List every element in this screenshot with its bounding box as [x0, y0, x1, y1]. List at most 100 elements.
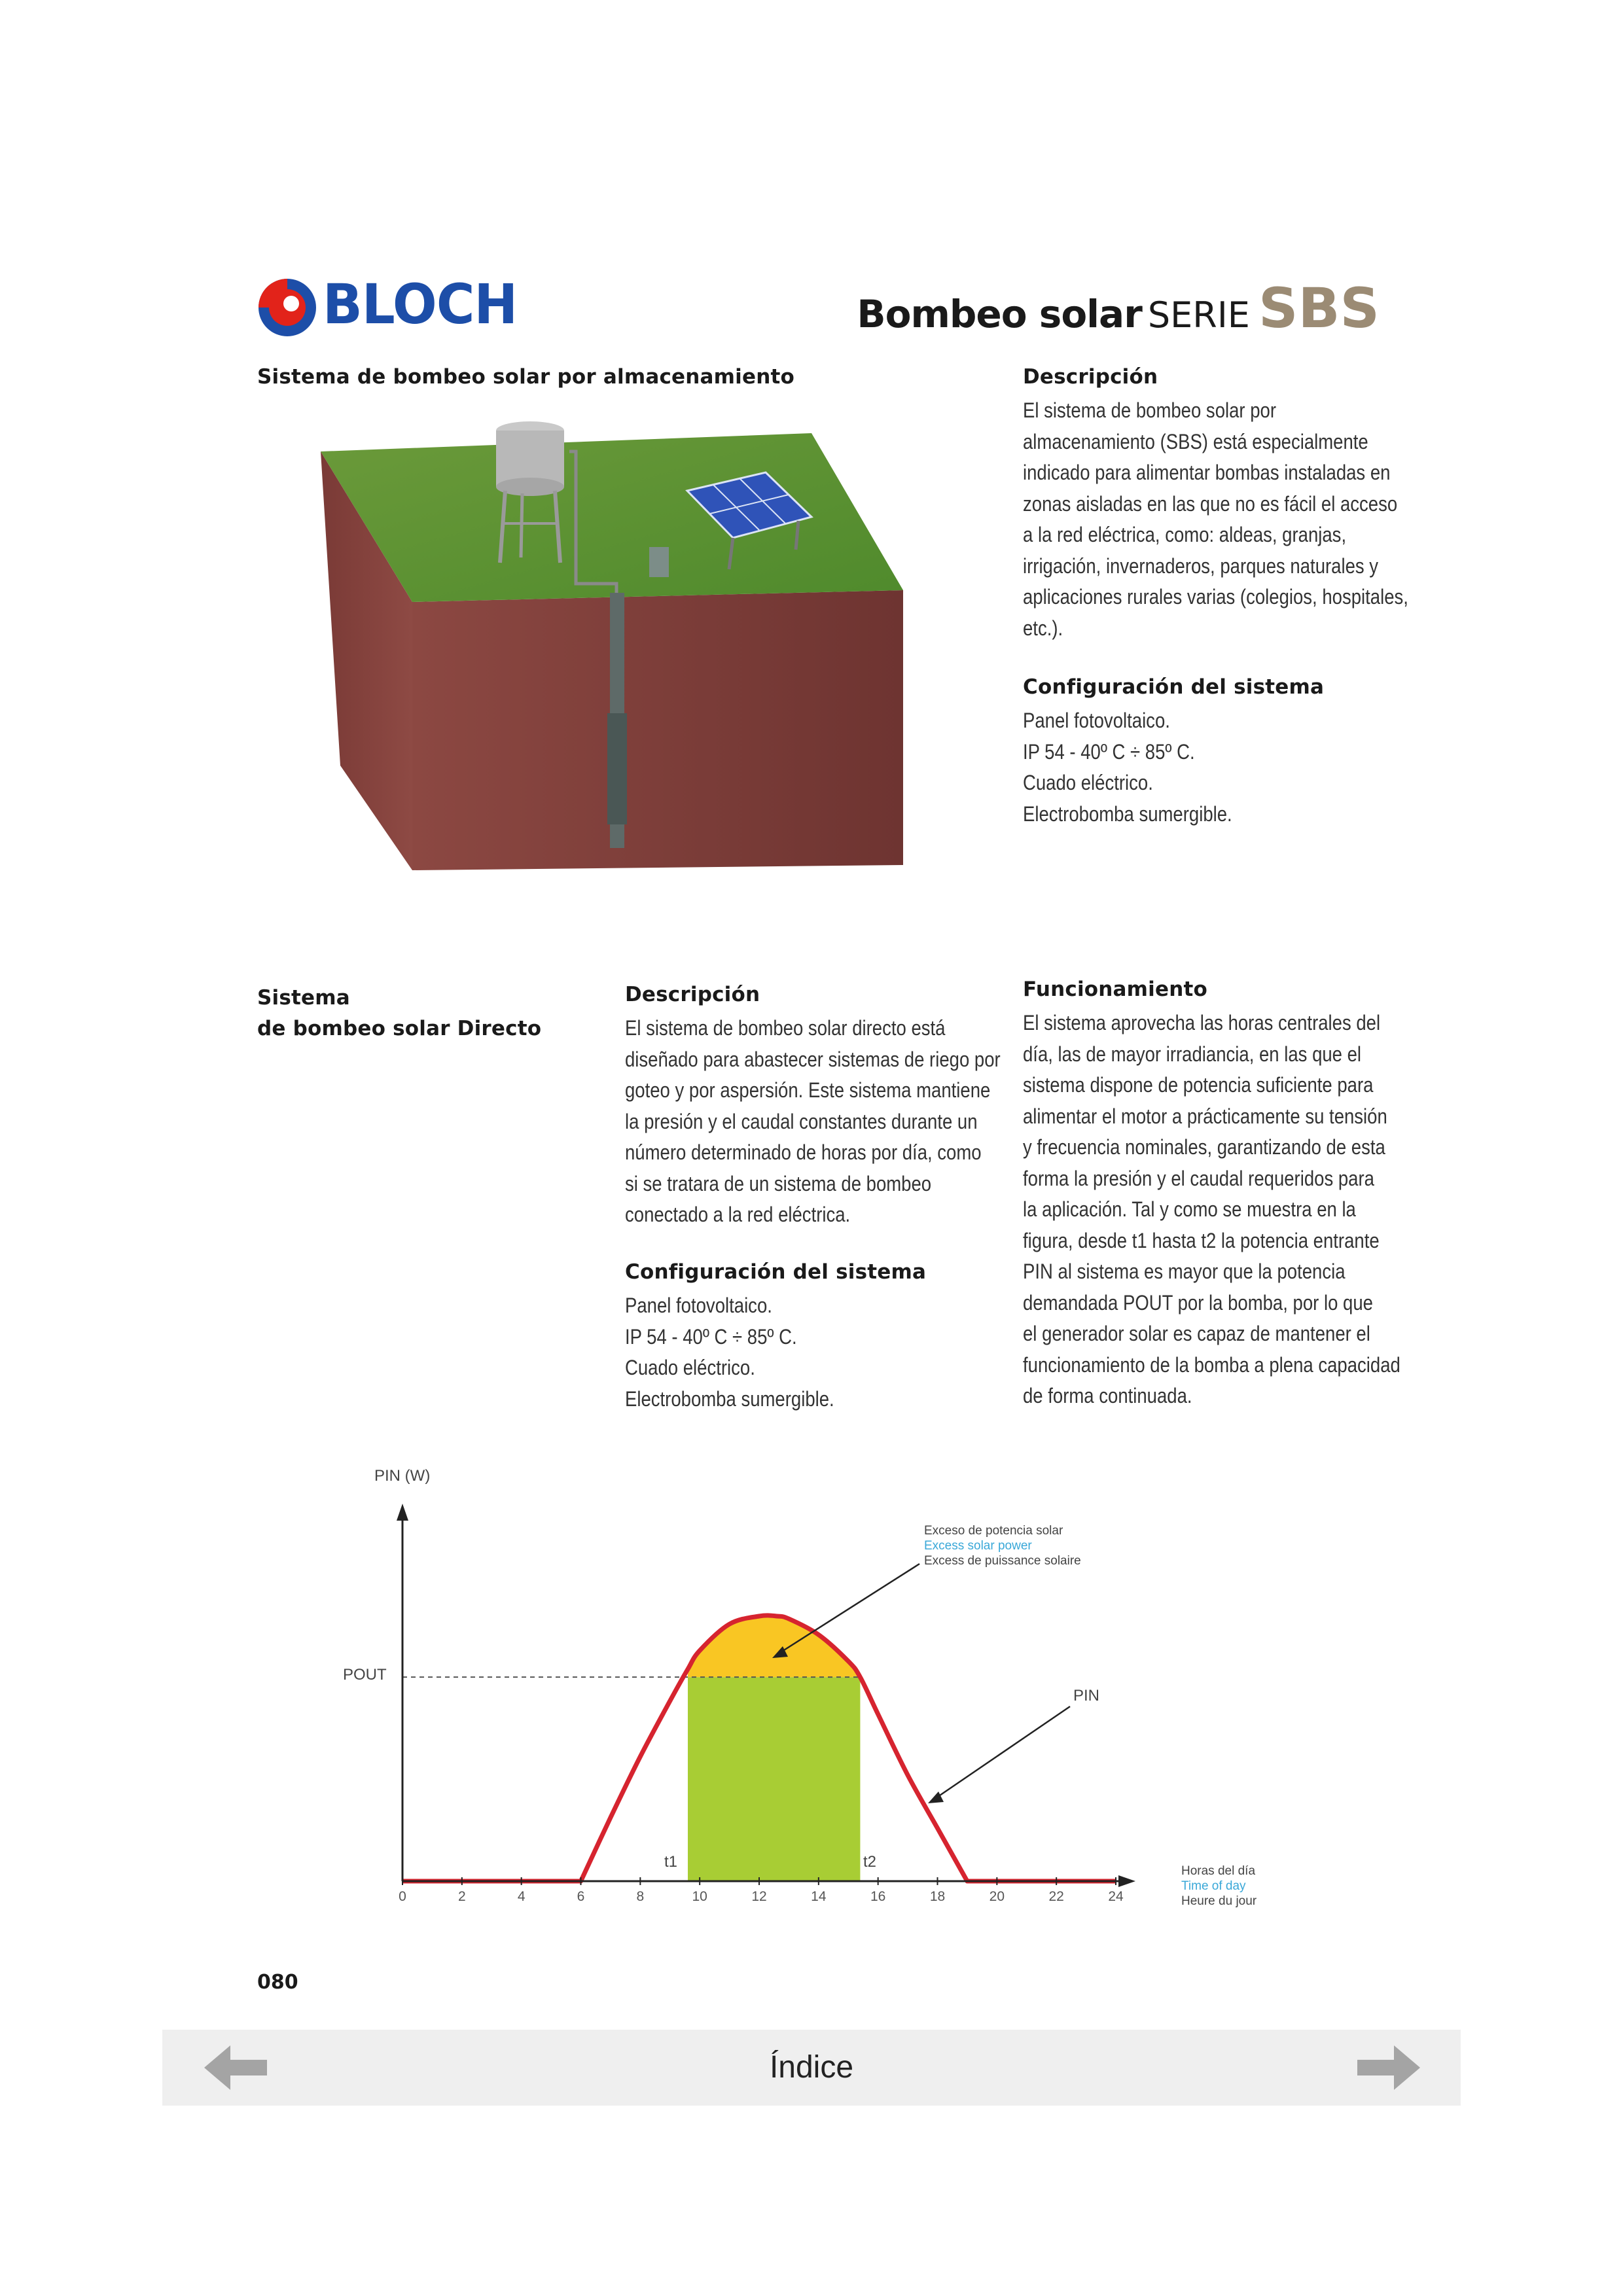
- x-tick-label: 22: [1048, 1889, 1063, 1904]
- text-line: Panel fotovoltaico.: [1023, 709, 1170, 732]
- section2-func-heading: Funcionamiento: [1023, 978, 1207, 1001]
- x-axis-label: Horas del día Time of day Heure du jour: [1181, 1863, 1257, 1909]
- x-axis-arrow-icon: [1118, 1875, 1135, 1887]
- text-line: indicado para alimentar bombas instalada…: [1023, 461, 1391, 484]
- x-axis-label-line: Time of day: [1181, 1879, 1246, 1893]
- excess-arrow-head-icon: [772, 1646, 788, 1658]
- page-title-main: Bombeo solar: [857, 292, 1142, 336]
- text-line: el generador solar es capaz de mantener …: [1023, 1322, 1370, 1345]
- section1-heading: Sistema de bombeo solar por almacenamien…: [257, 365, 794, 389]
- section2-func-text: El sistema aprovecha las horas centrales…: [1023, 1008, 1400, 1412]
- section2-heading-line: Sistema: [257, 986, 350, 1010]
- previous-page-button[interactable]: [200, 2041, 271, 2094]
- text-line: etc.).: [1023, 616, 1063, 640]
- section1-config-heading: Configuración del sistema: [1023, 675, 1325, 699]
- page-title: Bombeo solar SERIE SBS: [857, 276, 1380, 340]
- text-line: sistema dispone de potencia suficiente p…: [1023, 1073, 1374, 1097]
- text-line: la aplicación. Tal y como se muestra en …: [1023, 1197, 1356, 1221]
- section1-desc-text: El sistema de bombeo solar por almacenam…: [1023, 395, 1408, 644]
- pin-curve-label: PIN: [1073, 1687, 1100, 1704]
- text-line: Electrobomba sumergible.: [625, 1386, 834, 1411]
- x-tick-label: 0: [399, 1889, 406, 1904]
- text-line: IP 54 - 40º C ÷ 85º C.: [625, 1324, 797, 1349]
- logo-mark-icon: [259, 279, 316, 336]
- section1-desc-heading: Descripción: [1023, 365, 1158, 389]
- text-line: de forma continuada.: [1023, 1384, 1192, 1407]
- x-tick-label: 18: [930, 1889, 945, 1904]
- pout-label: POUT: [343, 1666, 387, 1684]
- section2-heading: Sistema de bombeo solar Directo: [257, 983, 541, 1044]
- section1-config-text: Panel fotovoltaico. IP 54 - 40º C ÷ 85º …: [1023, 705, 1232, 830]
- text-line: PIN al sistema es mayor que la potencia: [1023, 1260, 1346, 1283]
- logo-text: BLOCH: [323, 272, 518, 336]
- y-axis-label: PIN (W): [374, 1467, 431, 1485]
- x-tick-label: 12: [751, 1889, 766, 1904]
- footer-nav-bar: Índice: [162, 2030, 1461, 2106]
- excess-power-area: [688, 1616, 861, 1678]
- section2-config-text: Panel fotovoltaico. IP 54 - 40º C ÷ 85º …: [625, 1290, 834, 1415]
- pin-arrow-line: [935, 1705, 1071, 1799]
- x-tick-label: 2: [458, 1889, 466, 1904]
- page-number: 080: [257, 1971, 298, 1994]
- text-line: El sistema de bombeo solar directo está: [625, 1016, 946, 1040]
- annotation-line: Exceso de potencia solar: [924, 1524, 1063, 1538]
- section2-heading-line: de bombeo solar Directo: [257, 1017, 542, 1040]
- excess-annotation: Exceso de potencia solar Excess solar po…: [924, 1523, 1081, 1568]
- text-line: diseñado para abastecer sistemas de rieg…: [625, 1047, 1001, 1071]
- excess-arrow-line: [778, 1563, 920, 1655]
- text-line: y frecuencia nominales, garantizando de …: [1023, 1135, 1385, 1159]
- x-tick-label: 10: [692, 1889, 707, 1904]
- text-line: número determinado de horas por día, com…: [625, 1140, 982, 1164]
- annotation-line: Excess de puissance solaire: [924, 1554, 1081, 1568]
- storage-system-illustration: [321, 421, 903, 870]
- brand-logo: BLOCH: [257, 272, 558, 340]
- text-line: conectado a la red eléctrica.: [625, 1203, 851, 1226]
- text-line: forma la presión y el caudal requeridos …: [1023, 1166, 1374, 1190]
- text-line: goteo y por aspersión. Este sistema mant…: [625, 1078, 991, 1102]
- x-tick-label: 4: [518, 1889, 526, 1904]
- x-tick-label: 6: [577, 1889, 585, 1904]
- t1-label: t1: [664, 1853, 678, 1871]
- text-line: aplicaciones rurales varias (colegios, h…: [1023, 585, 1408, 609]
- text-line: almacenamiento (SBS) está especialmente: [1023, 429, 1368, 453]
- text-line: a la red eléctrica, como: aldeas, granja…: [1023, 523, 1347, 546]
- text-line: El sistema aprovecha las horas centrales…: [1023, 1011, 1381, 1034]
- text-line: Panel fotovoltaico.: [625, 1294, 772, 1317]
- useful-power-area: [688, 1677, 861, 1881]
- x-axis-label-line: Horas del día: [1181, 1864, 1256, 1878]
- x-tick-label: 16: [870, 1889, 885, 1904]
- text-line: funcionamiento de la bomba a plena capac…: [1023, 1352, 1400, 1377]
- text-line: si se tratara de un sistema de bombeo: [625, 1171, 932, 1195]
- t2-label: t2: [863, 1853, 877, 1871]
- annotation-line: Excess solar power: [924, 1539, 1032, 1553]
- text-line: alimentar el motor a prácticamente su te…: [1023, 1104, 1387, 1128]
- x-tick-label: 14: [811, 1889, 827, 1904]
- index-link[interactable]: Índice: [769, 2050, 854, 2085]
- pin-curve-line: [402, 1613, 1116, 1884]
- next-page-button[interactable]: [1353, 2041, 1424, 2094]
- x-axis-label-line: Heure du jour: [1181, 1894, 1257, 1908]
- section2-desc-text: El sistema de bombeo solar directo está …: [625, 1013, 1001, 1231]
- section2-desc-heading: Descripción: [625, 983, 760, 1006]
- text-line: IP 54 - 40º C ÷ 85º C.: [1023, 739, 1195, 764]
- text-line: Cuado eléctrico.: [1023, 771, 1153, 794]
- page-title-code: SBS: [1258, 276, 1380, 340]
- text-line: figura, desde t1 hasta t2 la potencia en…: [1023, 1228, 1380, 1252]
- pin-arrow-head-icon: [928, 1792, 944, 1803]
- text-line: la presión y el caudal constantes durant…: [625, 1109, 978, 1133]
- x-tick-label: 8: [636, 1889, 644, 1904]
- section2-config-heading: Configuración del sistema: [625, 1260, 927, 1284]
- x-tick-label: 20: [990, 1889, 1005, 1904]
- page-title-serie: SERIE: [1147, 294, 1250, 336]
- x-tick-label: 24: [1108, 1889, 1124, 1904]
- text-line: demandada POUT por la bomba, por lo que: [1023, 1290, 1373, 1315]
- text-line: Cuado eléctrico.: [625, 1356, 755, 1379]
- text-line: día, las de mayor irradiancia, en las qu…: [1023, 1042, 1362, 1066]
- y-axis-arrow-icon: [397, 1504, 408, 1521]
- text-line: irrigación, invernaderos, parques natura…: [1023, 554, 1379, 578]
- text-line: Electrobomba sumergible.: [1023, 802, 1232, 826]
- text-line: zonas aisladas en las que no es fácil el…: [1023, 491, 1398, 516]
- text-line: El sistema de bombeo solar por: [1023, 398, 1276, 422]
